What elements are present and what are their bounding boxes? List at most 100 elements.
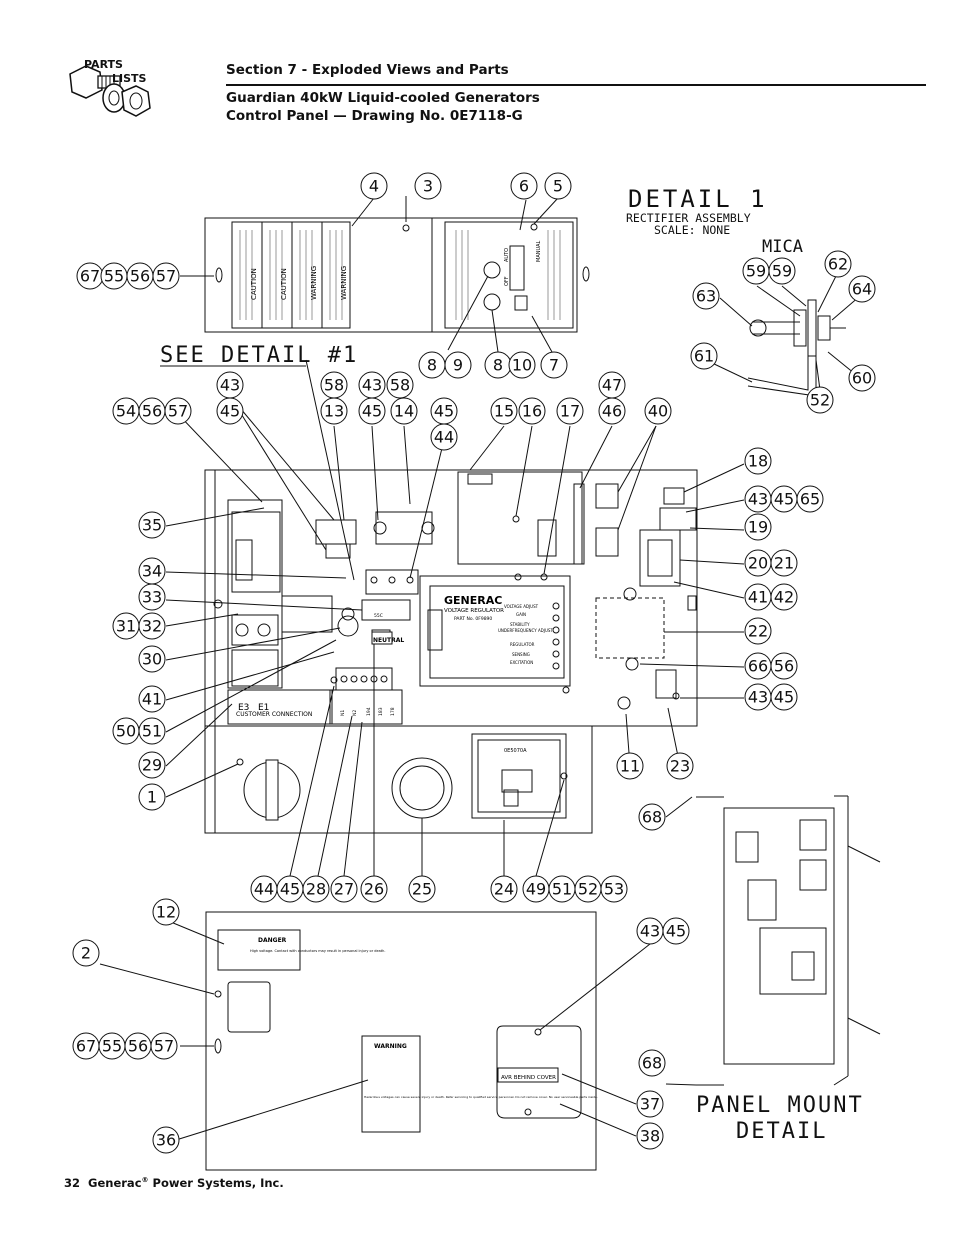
callout-circle (636, 1122, 664, 1150)
callout-circle (386, 371, 414, 399)
callout-number: 49 (526, 880, 546, 899)
callout-circle (744, 513, 772, 541)
callout-number: 56 (128, 1037, 148, 1056)
callout-c56b: 56 (138, 397, 166, 425)
callout-circle (138, 645, 166, 673)
header-rule (226, 84, 926, 86)
callout-c41a: 41 (744, 583, 772, 611)
callout-number: 13 (324, 402, 344, 421)
vr-name: VOLTAGE REGULATOR (444, 608, 504, 614)
callout-circle (662, 917, 690, 945)
callout-c32: 32 (138, 612, 166, 640)
callout-number: 22 (748, 622, 768, 641)
callout-c50: 50 (112, 717, 140, 745)
callout-number: 56 (130, 267, 150, 286)
callout-circle (302, 875, 330, 903)
callout-circle (768, 257, 796, 285)
callout-number: 61 (694, 347, 714, 366)
callout-number: 3 (423, 177, 433, 196)
callout-c45d: 45 (770, 485, 798, 513)
callout-c17: 17 (556, 397, 584, 425)
callout-number: 58 (390, 376, 410, 395)
callout-circle (770, 683, 798, 711)
callout-c30: 30 (138, 645, 166, 673)
neutral-label: NEUTRAL (373, 637, 404, 644)
callout-number: 20 (748, 554, 768, 573)
page-header: Section 7 - Exploded Views and Parts Gua… (226, 62, 540, 124)
callout-number: 68 (642, 1054, 662, 1073)
callout-c35: 35 (138, 511, 166, 539)
callout-number: 43 (362, 376, 382, 395)
callout-number: 2 (81, 944, 91, 963)
callout-c19: 19 (744, 513, 772, 541)
callout-circle (616, 752, 644, 780)
callout-circle (138, 751, 166, 779)
warning-label: WARNING (374, 1043, 407, 1050)
warning-decal-1: WARNING (310, 266, 318, 300)
callout-circle (848, 275, 876, 303)
callout-c14: 14 (390, 397, 418, 425)
vr-label-2: STABILITY (510, 622, 530, 627)
callout-c56d: 56 (124, 1032, 152, 1060)
callout-circle (138, 511, 166, 539)
callout-number: 24 (494, 880, 514, 899)
callout-c68b: 68 (638, 1049, 666, 1077)
callout-circle (408, 875, 436, 903)
callout-c16: 16 (518, 397, 546, 425)
callout-number: 47 (602, 376, 622, 395)
callout-circle (138, 583, 166, 611)
callout-c52a: 52 (806, 386, 834, 414)
callout-circle (806, 386, 834, 414)
callout-number: 36 (156, 1131, 176, 1150)
callout-circle (490, 397, 518, 425)
callout-c23: 23 (666, 752, 694, 780)
callout-circle (518, 397, 546, 425)
callout-circle (666, 752, 694, 780)
tb-label-2: 194 (366, 707, 372, 716)
callout-number: 67 (80, 267, 100, 286)
callout-c5: 5 (544, 172, 572, 200)
logo-line1: PARTS (84, 58, 123, 71)
callout-number: 41 (748, 588, 768, 607)
callout-c45b: 45 (358, 397, 386, 425)
callout-number: 43 (748, 490, 768, 509)
callout-number: 33 (142, 588, 162, 607)
callout-number: 38 (640, 1127, 660, 1146)
callout-c45e: 45 (770, 683, 798, 711)
callout-number: 7 (549, 356, 559, 375)
board-part-label: 0E5070A (504, 748, 527, 754)
callout-number: 23 (670, 757, 690, 776)
callout-c8b: 8 (484, 351, 512, 379)
callout-c24: 24 (490, 875, 518, 903)
callout-c25: 25 (408, 875, 436, 903)
callout-circle (138, 612, 166, 640)
avr-behind-cover-label: AVR BEHIND COVER (501, 1075, 556, 1081)
callout-circle (216, 397, 244, 425)
callout-c67a: 67 (76, 262, 104, 290)
callout-number: 51 (552, 880, 572, 899)
callout-c31: 31 (112, 612, 140, 640)
callout-circle (138, 685, 166, 713)
callout-c55a: 55 (100, 262, 128, 290)
front-decal-panel (204, 217, 590, 333)
detail1-title: DETAIL 1 (628, 185, 768, 213)
callout-c59b: 59 (768, 257, 796, 285)
callout-c10: 10 (508, 351, 536, 379)
auto-label: AUTO (504, 248, 510, 262)
callout-number: 21 (774, 554, 794, 573)
callout-number: 45 (666, 922, 686, 941)
callout-c43a: 43 (216, 371, 244, 399)
callout-number: 4 (369, 177, 379, 196)
callout-number: 55 (102, 1037, 122, 1056)
callout-c43d: 43 (744, 683, 772, 711)
callout-c4: 4 (360, 172, 388, 200)
parts-lists-logo: PARTS LISTS (64, 56, 164, 128)
callout-c51a: 51 (138, 717, 166, 745)
callout-c28: 28 (302, 875, 330, 903)
callout-c20: 20 (744, 549, 772, 577)
callout-circle (644, 397, 672, 425)
callout-c57b: 57 (164, 397, 192, 425)
callout-circle (638, 1049, 666, 1077)
panel-mount-label1: PANEL MOUNT (696, 1093, 864, 1118)
